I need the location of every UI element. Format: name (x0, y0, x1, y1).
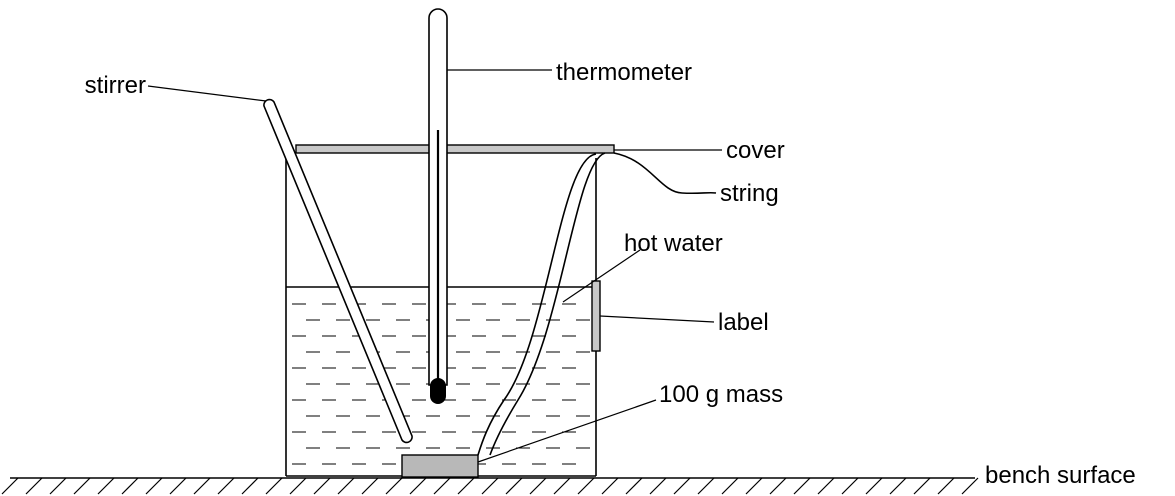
cover-label: cover (726, 137, 785, 164)
hatch-stroke (241, 477, 259, 495)
hatch-stroke (265, 477, 283, 495)
mass-leader (477, 399, 657, 463)
cover-plate (295, 144, 615, 154)
thermometer-body (428, 8, 448, 404)
hatch-stroke (97, 477, 115, 495)
hatch-stroke (1, 477, 19, 495)
hatch-stroke (889, 477, 907, 495)
hatch-stroke (121, 477, 139, 495)
hatch-stroke (361, 477, 379, 495)
hatch-stroke (721, 477, 739, 495)
hatch-stroke (49, 477, 67, 495)
hatch-stroke (601, 477, 619, 495)
hatch-stroke (289, 477, 307, 495)
hatch-stroke (505, 477, 523, 495)
hatch-stroke (769, 477, 787, 495)
hatch-stroke (625, 477, 643, 495)
hatch-stroke (217, 477, 235, 495)
hatch-stroke (673, 477, 691, 495)
hatch-stroke (697, 477, 715, 495)
hatch-stroke (865, 477, 883, 495)
hot-water-label: hot water (624, 230, 723, 257)
mass-label: 100 g mass (659, 381, 783, 408)
hatch-stroke (913, 477, 931, 495)
hatch-stroke (793, 477, 811, 495)
hatch-stroke (937, 477, 955, 495)
thermometer-label: thermometer (556, 59, 692, 86)
hatch-stroke (457, 477, 475, 495)
stirrer-leader (147, 85, 267, 102)
hatch-stroke (433, 477, 451, 495)
leader-lines (147, 69, 722, 463)
hatch-stroke (337, 477, 355, 495)
label-leader (599, 315, 715, 323)
hatch-stroke (553, 477, 571, 495)
hatch-stroke (649, 477, 667, 495)
hatch-stroke (25, 477, 43, 495)
string (477, 152, 717, 456)
hatch-stroke (145, 477, 163, 495)
label-label: label (718, 309, 769, 336)
mass-block (401, 454, 479, 478)
hatch-stroke (961, 477, 979, 495)
bench-surface-label: bench surface (985, 462, 1136, 489)
string-label: string (720, 180, 779, 207)
beaker-label-sticker (591, 280, 601, 352)
hatch-stroke (409, 477, 427, 495)
thermometer-bulb (430, 378, 446, 404)
hatch-stroke (841, 477, 859, 495)
bench-hatching (1, 477, 979, 495)
bench-surface (1, 477, 979, 495)
hatch-stroke (529, 477, 547, 495)
hatch-stroke (73, 477, 91, 495)
hatch-stroke (193, 477, 211, 495)
hatch-stroke (169, 477, 187, 495)
stirrer-label: stirrer (85, 72, 146, 99)
hatch-stroke (385, 477, 403, 495)
hatch-stroke (577, 477, 595, 495)
hot-water-leader (562, 249, 641, 303)
hatch-stroke (481, 477, 499, 495)
hatch-stroke (313, 477, 331, 495)
hatch-stroke (745, 477, 763, 495)
hatch-stroke (817, 477, 835, 495)
